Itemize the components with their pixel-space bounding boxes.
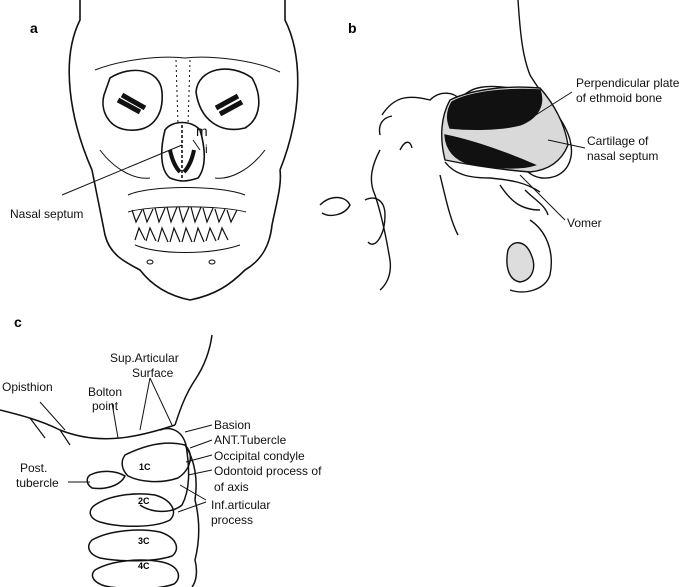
label-ant-tubercle: ANT.Tubercle <box>214 433 287 447</box>
skull-drawing <box>61 0 299 301</box>
label-opisthion: Opisthion <box>2 380 53 394</box>
label-sup-articular-line2: Surface <box>132 366 174 380</box>
label-inf-articular-line1: Inf.articular <box>211 498 271 512</box>
label-vertebra-1c: 1C <box>139 462 151 472</box>
label-ethmoid-line2: of ethmoid bone <box>576 91 663 105</box>
label-inf-articular-line2: process <box>211 513 254 527</box>
label-basion: Basion <box>214 418 251 432</box>
cervical-spine-drawing <box>0 334 213 587</box>
label-ethmoid-line1: Perpendicular plate <box>576 76 680 90</box>
label-cartilage-line1: Cartilage of <box>587 134 649 148</box>
label-post-tubercle-line1: Post. <box>20 461 48 475</box>
label-m: m <box>196 123 208 139</box>
label-odontoid-line1: Odontoid process of <box>214 464 322 478</box>
label-i: i <box>205 142 208 156</box>
panel-letter-b: b <box>348 20 357 36</box>
label-occipital-condyle: Occipital condyle <box>214 449 305 463</box>
label-bolton-line1: Bolton <box>88 385 123 399</box>
panel-letter-c: c <box>14 314 22 330</box>
label-vertebra-2c: 2C <box>138 496 150 506</box>
label-odontoid-line2: of axis <box>214 480 249 494</box>
label-vomer: Vomer <box>567 216 602 230</box>
label-sup-articular-line1: Sup.Articular <box>110 351 179 365</box>
label-nasal-septum: Nasal septum <box>10 207 84 221</box>
label-cartilage-line2: nasal septum <box>587 149 659 163</box>
label-vertebra-3c: 3C <box>138 536 150 546</box>
panel-letter-a: a <box>30 20 38 36</box>
label-post-tubercle-line2: tubercle <box>16 476 59 490</box>
nasal-sagittal-drawing <box>319 0 586 293</box>
label-vertebra-4c: 4C <box>138 561 150 571</box>
label-bolton-line2: point <box>92 399 119 413</box>
